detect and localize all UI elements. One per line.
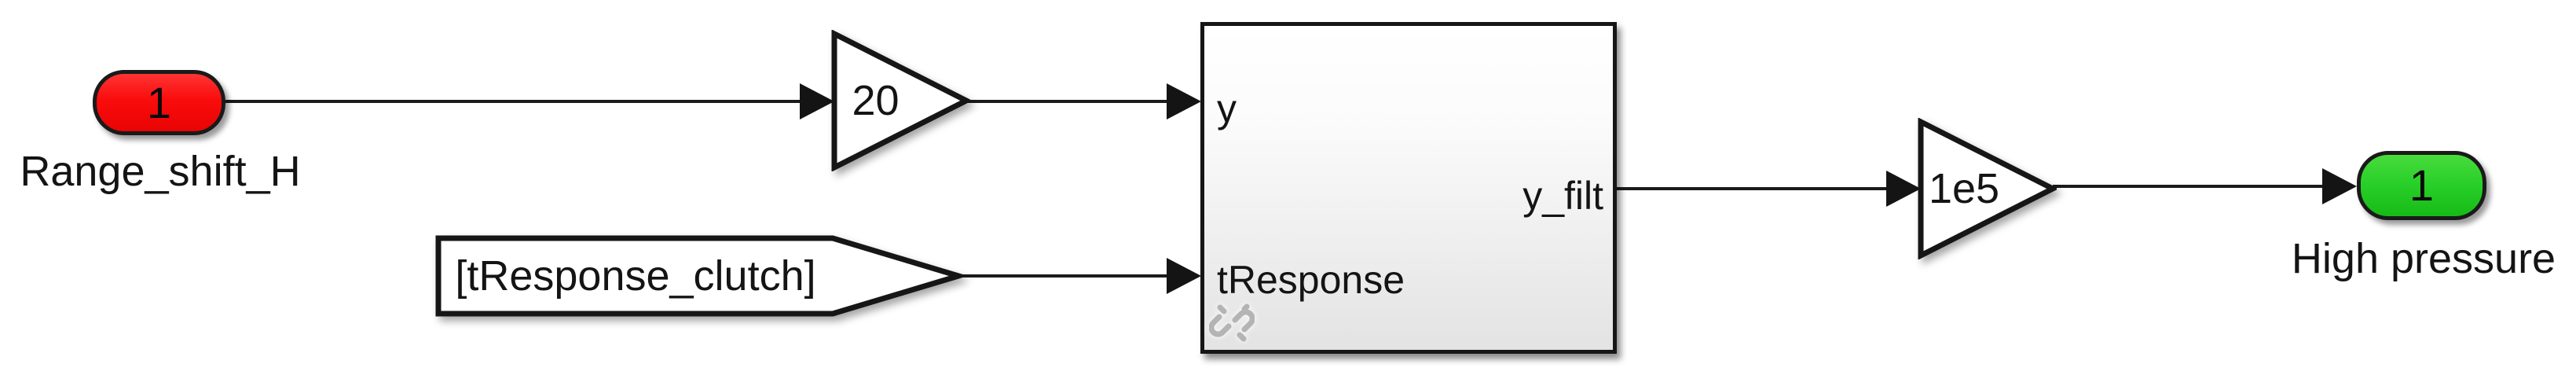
inport-block[interactable]: 1: [93, 70, 225, 135]
subsystem-inport-tresponse-label: tResponse: [1217, 258, 1405, 302]
subsystem-inport-y-label: y: [1217, 86, 1237, 131]
wire-subsystem-to-gain2[interactable]: [1615, 187, 1888, 190]
from-tag-label: [tResponse_clutch]: [455, 252, 816, 300]
outport-block[interactable]: 1: [2357, 151, 2486, 220]
arrowhead-icon: [1886, 171, 1921, 207]
wire-gain1-to-subsystem[interactable]: [966, 100, 1168, 103]
subsystem-block[interactable]: y tResponse y_filt: [1200, 22, 1617, 354]
outport-label[interactable]: High pressure: [2291, 235, 2556, 282]
inport-label[interactable]: Range_shift_H: [20, 148, 301, 195]
from-tag-block[interactable]: [435, 235, 963, 317]
arrowhead-icon: [2322, 168, 2357, 204]
broken-link-icon[interactable]: [1209, 301, 1255, 345]
gain-block-20[interactable]: [830, 30, 970, 171]
outport-number: 1: [2409, 160, 2435, 210]
subsystem-outport-yfilt-label: y_filt: [1523, 174, 1603, 218]
wire-gain2-to-outport[interactable]: [2053, 185, 2324, 188]
inport-number: 1: [146, 77, 172, 127]
arrowhead-icon: [1167, 83, 1201, 119]
wire-fromtag-to-subsystem[interactable]: [957, 274, 1168, 278]
gain-block-1e5[interactable]: [1917, 118, 2057, 259]
gain-value: 20: [852, 77, 900, 124]
wire-inport-to-gain1[interactable]: [225, 100, 801, 103]
arrowhead-icon: [1167, 258, 1201, 294]
gain-value: 1e5: [1928, 165, 2000, 212]
arrowhead-icon: [800, 83, 834, 119]
